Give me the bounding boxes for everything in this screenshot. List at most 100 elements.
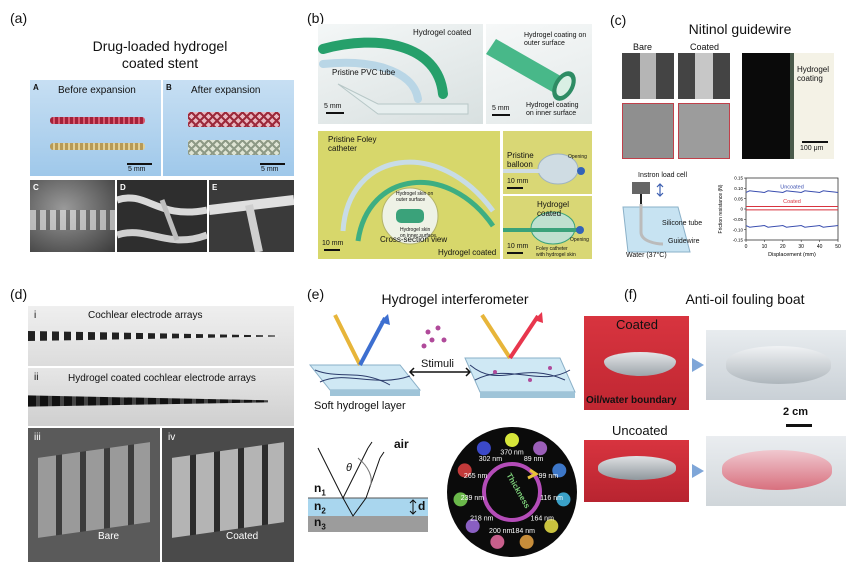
coating-edge [790,53,794,159]
sem-e-struts [209,195,294,252]
pristine-foley-label: Pristine Foley catheter [328,135,377,153]
roman-ii: ii [34,372,39,383]
coated-series-label: Coated [783,199,801,205]
x-tick-label: 50 [835,244,841,250]
thickness-value-label: 200 nm [489,528,513,535]
panel-e-title: Hydrogel interferometer [381,291,529,307]
expanded-gold-stent [188,140,280,155]
thickness-value-label: 302 nm [479,456,503,463]
thin-film-diagram: air θ n1 n2 n3 d [308,438,432,542]
instron-label: Instron load cell [638,172,688,179]
panel-f: (f) Anti-oil fouling boat Coated Oil/wat… [580,280,850,566]
panel-d-label: (d) [10,286,28,302]
scale-label-c: 100 μm [800,145,824,152]
air-label: air [394,437,409,451]
scale-label-b2: 5 mm [492,105,510,112]
hydrogel-coated-label-2: Hydrogel coated [438,248,497,257]
electrode-photo-ii: ii Hydrogel coated cochlear electrode ar… [28,368,294,426]
coated-boat-label: Coated [616,317,658,332]
color-swatch [457,463,472,478]
thickness-value-label: 99 nm [539,473,559,480]
roman-i: i [34,310,37,321]
panel-c-title: Nitinol guidewire [688,21,792,37]
cochlear-label: Cochlear electrode arrays [88,310,203,321]
coated-boat [604,352,676,376]
fouled-boat [722,450,832,490]
x-tick-label: 0 [745,244,748,250]
hydrogel-coated-label-3: Hydrogel coated [537,200,570,218]
coating-inner-label: Hydrogel coating on inner surface [526,102,579,117]
soft-layer-label: Soft hydrogel layer [314,400,406,412]
n2-label: n2 [314,499,326,516]
pristine-pvc-label: Pristine PVC tube [332,68,396,77]
panel-a-label: (a) [10,10,28,26]
thickness-value-label: 218 nm [470,516,494,523]
x-tick-label: 30 [798,244,804,250]
balloon-drawing [503,153,585,185]
uncoated-boat-photo [584,440,689,502]
hydrogel-cochlear-label: Hydrogel coated cochlear electrode array… [68,373,256,384]
dark-wire [742,53,790,159]
uncoated-series-bottom [745,225,839,228]
thickness-arrow [527,468,539,480]
thickness-value-label: 164 nm [531,516,555,523]
pristine-balloon-photo: Pristine balloon Opening 10 mm [503,131,592,194]
catheter-drawing [340,159,496,245]
y-tick-label: -0.15 [733,238,744,243]
color-swatch [533,441,548,456]
foley-catheter-photo: Pristine Foley catheter Hydrogel skin on… [318,131,500,259]
scale-label-b3: 10 mm [322,240,344,247]
x-axis-label: Displacement (mm) [768,252,816,258]
tube-closeup-photo: Hydrogel coating on outer surface Hydrog… [486,24,592,124]
coated-electrode-label: Coated [226,531,259,542]
bare-electrode-label: Bare [98,531,120,542]
color-swatch [476,441,491,456]
panel-f-title: Anti-oil fouling boat [685,291,805,307]
uncoated-series-top [745,190,839,193]
arrow-1 [692,358,704,372]
scale-label-f: 2 cm [783,406,809,418]
coated-wire-detail [678,103,730,159]
color-swatch [552,463,567,478]
sem-c-photo: C [30,180,115,252]
bare-label: Bare [633,42,653,52]
inset-inner-label: Hydrogel skin on inner surface [400,227,436,239]
scale-bar [507,187,523,189]
bare-electrode-texture [38,442,150,538]
sem-d-struts [117,194,207,244]
color-swatch [544,519,559,534]
scale-label-a2: 5 mm [261,166,279,173]
coated-wire-sem [678,53,730,99]
panel-c: (c) Nitinol guidewire Bare Coated Hydrog… [600,0,850,270]
red-stent [50,117,145,124]
scale-label-b4: 10 mm [507,178,529,185]
pvc-tube-drawing [318,37,469,115]
electrode-array [28,331,278,341]
stent-before-photo: A Before expansion 5 mm [30,80,161,176]
scale-label-a1: 5 mm [128,166,146,173]
panel-f-label: (f) [624,286,638,302]
y-tick-label: 0.05 [734,196,743,201]
uncoated-series-label: Uncoated [780,184,804,190]
panel-e-label: (e) [307,286,325,302]
panel-a-title: Drug-loaded hydrogel coated stent [92,38,228,71]
y-tick-label: 0.10 [734,186,743,191]
thin-film-svg [308,441,428,532]
pvc-tube-photo: Hydrogel coated Pristine PVC tube 5 mm [318,24,483,124]
sem-coated-electrode: iv Coated [162,428,294,562]
clean-boat [726,346,831,384]
sem-bare-electrode: iii Bare [28,428,160,562]
sem-e-label: E [212,183,218,192]
stimuli-label: Stimuli [421,358,455,370]
panel-a: (a) Drug-loaded hydrogel coated stent A … [0,0,300,270]
coated-electrode-array [28,395,268,407]
sub-label-b: B [166,83,172,92]
water-label: Water (37°C) [626,252,667,259]
thickness-value-label: 265 nm [464,473,488,480]
oil-water-boundary-label: Oil/water boundary [586,395,677,406]
d-label: d [418,499,426,513]
hydrogel-coated-label: Hydrogel coated [413,28,472,37]
